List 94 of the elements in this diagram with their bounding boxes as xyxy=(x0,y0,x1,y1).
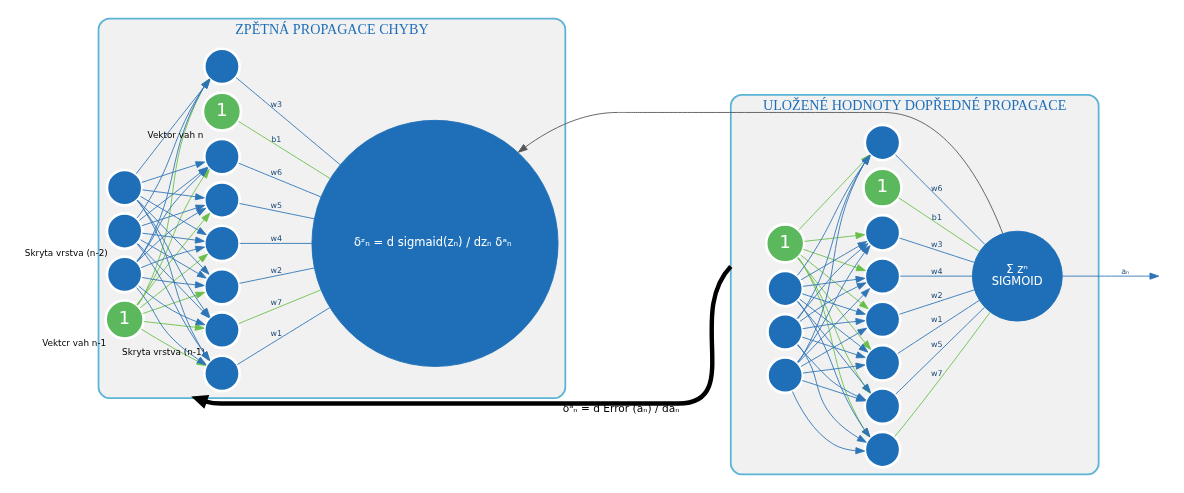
edge-label: w6 xyxy=(270,168,282,178)
edge-label: b1 xyxy=(270,134,281,144)
connector xyxy=(898,237,975,263)
node-circle: δᶻₙ = d sigmaid(zₙ) / dzₙ δᵃₙ xyxy=(311,119,558,367)
connector xyxy=(237,162,321,198)
node-circle xyxy=(105,168,144,207)
edge-label: w3 xyxy=(270,100,282,110)
connector xyxy=(893,311,991,438)
edge-label: w2 xyxy=(930,291,943,301)
arrow xyxy=(139,239,207,279)
arrow xyxy=(136,199,209,275)
connector xyxy=(898,289,975,315)
node-circle: Σ zⁿ SIGMOID xyxy=(971,230,1063,322)
arrow xyxy=(1061,272,1159,280)
node-circle xyxy=(202,267,241,306)
node-circle xyxy=(105,255,144,294)
node-circle xyxy=(202,354,241,393)
arrow xyxy=(141,277,205,289)
arrow xyxy=(136,207,206,263)
connector xyxy=(235,77,340,165)
edge-label: w1 xyxy=(930,315,943,325)
connector xyxy=(237,289,321,325)
connector xyxy=(238,242,312,244)
connector xyxy=(238,267,315,284)
arrow xyxy=(141,291,205,314)
node-circle: 1 xyxy=(103,299,145,340)
arrow xyxy=(802,248,866,272)
edge-label: w4 xyxy=(270,233,282,243)
arrow xyxy=(799,254,869,310)
node-circle: 1 xyxy=(201,91,242,132)
node-circle: 1 xyxy=(764,223,806,264)
node-circle xyxy=(202,137,241,176)
node-circle xyxy=(863,300,902,339)
arrow xyxy=(801,293,866,315)
arrow xyxy=(140,245,205,269)
connector xyxy=(899,275,972,277)
node-circle xyxy=(105,212,144,251)
arrow xyxy=(140,204,205,227)
connector xyxy=(896,299,980,354)
node-circle: 1 xyxy=(861,167,903,208)
node-circle xyxy=(863,430,902,469)
node-circle xyxy=(863,257,902,296)
arrow xyxy=(796,300,870,438)
node-circle xyxy=(765,269,804,308)
arrow xyxy=(517,112,1003,234)
node-circle xyxy=(202,311,241,350)
edge-label: b1 xyxy=(931,212,942,222)
arrow xyxy=(796,257,871,350)
arrow xyxy=(802,275,865,287)
node-circle xyxy=(863,343,902,382)
arrow xyxy=(142,321,205,331)
node-label: Vektor vah n xyxy=(147,129,203,140)
connector xyxy=(894,306,985,395)
arrow xyxy=(798,282,867,322)
node-circle xyxy=(202,181,241,220)
edge-label: w3 xyxy=(930,240,943,250)
arrow xyxy=(796,301,871,394)
arrow xyxy=(140,161,205,183)
node-circle xyxy=(765,312,804,351)
connector xyxy=(897,197,980,253)
connector xyxy=(894,154,985,245)
node-circle xyxy=(863,387,902,426)
arrow xyxy=(141,189,205,201)
arrow xyxy=(139,195,207,236)
edge-label: aₙ xyxy=(1120,266,1129,276)
node-circle xyxy=(765,356,804,395)
arrow xyxy=(798,298,868,353)
edge-label: w7 xyxy=(270,297,282,307)
edge-label: w4 xyxy=(930,266,943,276)
arrow xyxy=(190,265,733,409)
arrow xyxy=(802,362,865,374)
connector xyxy=(236,307,330,365)
node-circle xyxy=(863,213,902,252)
node-circle xyxy=(863,123,902,162)
arrow xyxy=(801,317,865,330)
arrow xyxy=(797,257,871,394)
edge-label: w5 xyxy=(270,201,282,211)
edge-label: w7 xyxy=(930,369,943,379)
node-circle xyxy=(202,224,241,263)
edge-label: w6 xyxy=(930,184,943,194)
arrow xyxy=(137,285,205,326)
arrow xyxy=(801,336,866,359)
arrow xyxy=(139,253,208,309)
edge-label: w5 xyxy=(930,340,943,350)
arrow xyxy=(141,232,205,244)
arrow xyxy=(800,327,867,367)
arrow xyxy=(803,232,865,242)
arrow xyxy=(797,257,870,438)
connector xyxy=(237,120,330,179)
connector xyxy=(238,203,315,220)
node-circle xyxy=(202,47,241,86)
edge-label: w1 xyxy=(270,329,282,339)
edge-label: w2 xyxy=(270,265,282,275)
arrow xyxy=(797,288,870,364)
